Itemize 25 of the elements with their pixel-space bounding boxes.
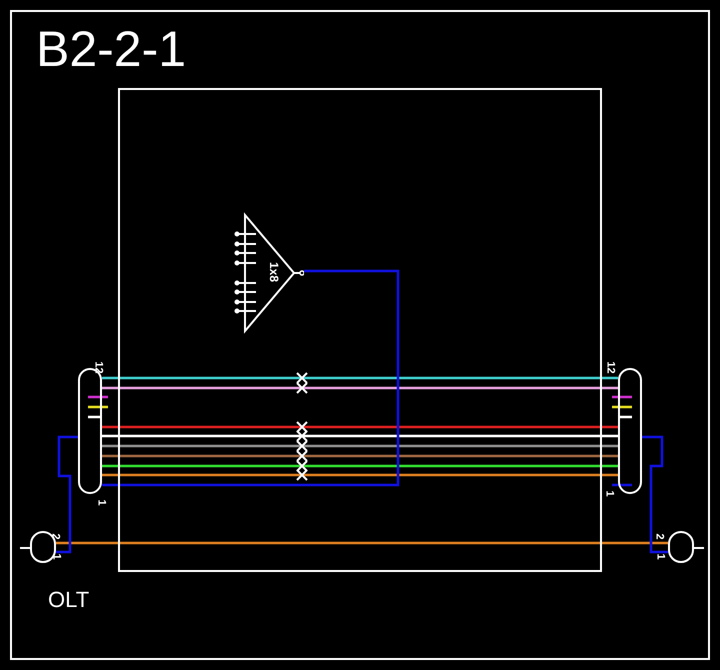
fiber-number: 1 xyxy=(604,490,615,497)
enclosure-box xyxy=(118,88,602,572)
fiber-number: 1 xyxy=(654,553,666,560)
fiber-line xyxy=(102,270,400,486)
splitter-label: 1x8 xyxy=(268,262,280,282)
fiber-number: 2 xyxy=(654,533,665,540)
fiber-line xyxy=(56,436,78,554)
equipment-label: OLT xyxy=(48,588,90,612)
splitter-triangle xyxy=(232,212,304,334)
fiber-number: 12 xyxy=(92,361,104,374)
fiber-line xyxy=(56,542,668,544)
fiber-line xyxy=(102,376,618,380)
cable-end xyxy=(668,531,694,563)
fiber-line xyxy=(102,386,618,390)
cable-end xyxy=(618,368,642,494)
fiber-number: 12 xyxy=(604,361,616,374)
fiber-line xyxy=(102,474,618,476)
fiber-line xyxy=(102,464,618,468)
fiber-line xyxy=(102,434,618,438)
fiber-line xyxy=(102,454,618,458)
fiber-line xyxy=(102,426,618,428)
fiber-line xyxy=(642,436,668,554)
fiber-line xyxy=(102,444,618,448)
diagram-title: B2-2-1 xyxy=(36,22,186,76)
fiber-number: 1 xyxy=(96,499,107,506)
